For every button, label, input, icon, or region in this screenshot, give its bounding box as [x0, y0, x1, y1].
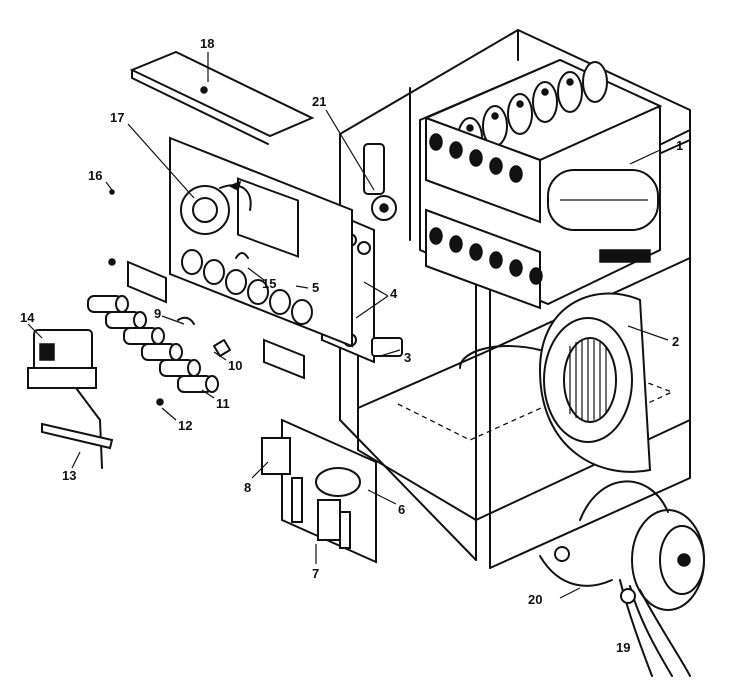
callout-20: 20 [528, 592, 542, 607]
callout-13: 13 [62, 468, 76, 483]
callout-3: 3 [404, 350, 411, 365]
callout-4: 4 [390, 286, 398, 301]
callout-5: 5 [312, 280, 319, 295]
callout-21: 21 [312, 94, 326, 109]
callout-7: 7 [312, 566, 319, 581]
callout-2: 2 [672, 334, 679, 349]
blower-vanes [569, 339, 607, 421]
manifold-panel-holes [181, 249, 313, 325]
burner-orifices [87, 295, 219, 393]
callout-6: 6 [398, 502, 405, 517]
callout-1: 1 [676, 138, 683, 153]
callout-10: 10 [228, 358, 242, 373]
callout-19: 19 [616, 640, 630, 655]
callout-14: 14 [20, 310, 35, 325]
top-cover-panel [129, 50, 315, 145]
callout-11: 11 [216, 396, 230, 411]
callout-18: 18 [200, 36, 214, 51]
heat-exchanger-tubes [457, 61, 608, 159]
blower-wheel [459, 292, 652, 473]
callout-15: 15 [262, 276, 276, 291]
callout-16: 16 [88, 168, 102, 183]
callout-labels: 1 2 3 4 5 6 7 8 9 10 11 12 13 14 15 16 1… [20, 36, 683, 655]
leader-lines [27, 52, 669, 599]
gas-valve [27, 329, 114, 469]
callout-8: 8 [244, 480, 251, 495]
blower-motor [539, 480, 705, 677]
burner-ports-upper [429, 133, 523, 183]
heat-exchanger [419, 58, 663, 310]
control-board [261, 418, 377, 564]
callout-17: 17 [110, 110, 124, 125]
misc-small-parts [108, 189, 403, 406]
inducer-assembly [180, 180, 252, 235]
callout-9: 9 [154, 306, 161, 321]
manifold-panel [169, 136, 353, 348]
burner-ports-lower [429, 227, 543, 285]
callout-12: 12 [178, 418, 192, 433]
